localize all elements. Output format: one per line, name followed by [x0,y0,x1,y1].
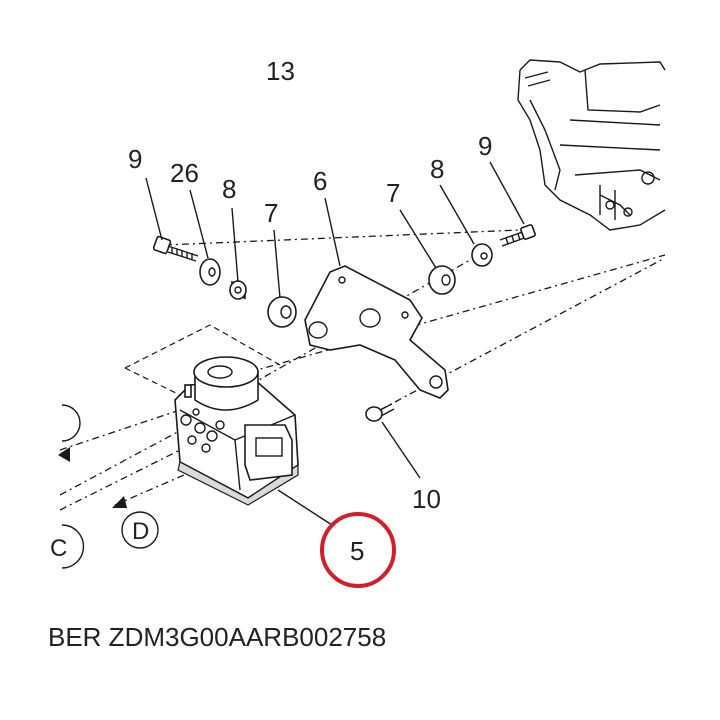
flow-arrows [58,447,127,508]
callout-13: 13 [266,56,295,86]
letter-c: C [50,535,67,562]
bushing-8-left [229,280,247,300]
callout-8-left: 8 [222,174,236,204]
grommet-7-left [267,296,297,328]
callout-10: 10 [412,484,441,514]
highlight-circle [320,512,396,588]
drawing-reference-code: BER ZDM3G00AARB002758 [48,622,386,652]
abs-modulator-unit-5 [174,356,299,506]
bolt-9-left [152,235,199,262]
washer-26 [199,258,221,286]
arrow-head-left-upper [58,447,70,462]
screw-10 [365,403,395,422]
callout-9-right: 9 [478,131,492,161]
callout-9-left: 9 [128,144,142,174]
bolt-9-right [499,224,536,247]
grommet-7-right [428,265,456,295]
mounting-bracket-6 [304,265,449,399]
callout-26: 26 [170,158,199,188]
bushing-8-right [471,243,493,267]
dashed-outline-region [124,324,281,396]
callout-7-left: 7 [264,198,278,228]
callout-8-right: 8 [430,154,444,184]
assembly-axis-lines [59,229,666,511]
arrow-head-lower [112,496,127,508]
leader-lines [145,161,525,526]
letter-d: D [132,518,149,545]
callout-5: 5 [350,536,364,566]
partial-letter-circles [61,404,85,569]
frame-bracket-13 [517,59,666,231]
letter-d-circle [121,511,159,549]
callout-7-right: 7 [386,178,400,208]
callout-6: 6 [313,166,327,196]
